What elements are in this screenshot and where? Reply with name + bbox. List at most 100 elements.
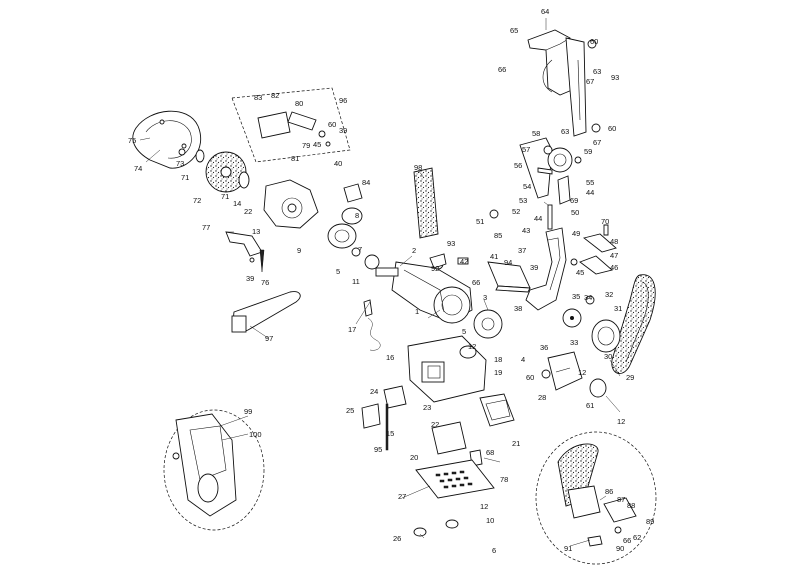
part-label: 61 [586, 401, 594, 410]
spark-arrestor-kit [231, 87, 351, 163]
tool-rest-bracket [225, 231, 265, 273]
part-label: 9 [297, 246, 301, 255]
part-label: 74 [134, 164, 142, 173]
part-label: 5 [336, 267, 340, 276]
part-label: 55 [586, 178, 594, 187]
part-label: 45 [576, 268, 584, 277]
part-label: 53 [519, 196, 527, 205]
part-label: 67 [593, 138, 601, 147]
detail-view-left [163, 409, 265, 531]
part-label: 73 [176, 159, 184, 168]
part-label: 13 [252, 227, 260, 236]
part-label: 85 [494, 231, 502, 240]
part-label: 14 [233, 199, 241, 208]
part-label: 60 [608, 124, 616, 133]
part-label: 99 [244, 407, 252, 416]
part-label: 24 [370, 387, 378, 396]
part-label: 98 [414, 163, 422, 172]
part-label: 2 [412, 246, 416, 255]
abrasive-strip [413, 167, 439, 239]
part-label: 90 [616, 544, 624, 553]
part-label: 62 [633, 533, 641, 542]
eye-shield [231, 291, 301, 333]
part-label: 28 [538, 393, 546, 402]
part-label: 38 [514, 304, 522, 313]
part-label: 10 [486, 516, 494, 525]
leader-lines [139, 18, 621, 547]
part-label: 100 [249, 430, 262, 439]
part-label: 60 [328, 120, 336, 129]
part-label: 93 [611, 73, 619, 82]
part-label: 44 [534, 214, 542, 223]
part-label: 39 [339, 126, 347, 135]
part-label: 81 [291, 154, 299, 163]
part-label: 1 [415, 307, 419, 316]
part-label: 11 [352, 277, 360, 286]
part-label: 22 [431, 420, 439, 429]
part-label: 31 [614, 304, 622, 313]
part-label: 78 [500, 475, 508, 484]
part-label: 48 [610, 237, 618, 246]
part-label: 94 [504, 258, 512, 267]
part-label: 32 [605, 290, 613, 299]
part-label: 67 [586, 77, 594, 86]
part-label: 8 [355, 211, 359, 220]
part-label: 25 [346, 406, 354, 415]
part-label: 35 [572, 292, 580, 301]
part-label: 79 [302, 141, 310, 150]
part-label: 12 [617, 417, 625, 426]
part-label: 46 [610, 263, 618, 272]
part-label: 36 [540, 343, 548, 352]
part-label: 58 [532, 129, 540, 138]
part-label: 34 [584, 293, 592, 302]
part-label: 12 [578, 368, 586, 377]
wheel-guard-assembly [132, 110, 250, 193]
part-label: 84 [362, 178, 370, 187]
part-label: 92 [431, 264, 439, 273]
part-label: 18 [494, 355, 502, 364]
base-housing [361, 335, 515, 537]
part-label: 42 [460, 257, 468, 266]
part-label: 86 [605, 487, 613, 496]
part-label: 39 [246, 274, 254, 283]
part-label: 7 [358, 245, 362, 254]
part-label: 95 [374, 445, 382, 454]
part-label: 45 [313, 140, 321, 149]
part-label: 56 [514, 161, 522, 170]
part-label: 5 [462, 327, 466, 336]
part-label: 30 [604, 352, 612, 361]
part-label: 4 [521, 355, 525, 364]
part-label: 77 [202, 223, 210, 232]
part-label: 82 [271, 91, 279, 100]
part-number-labels: 64 65 66 60 63 93 67 60 63 67 58 57 59 5… [128, 7, 654, 555]
part-label: 83 [254, 93, 262, 102]
part-label: 23 [423, 403, 431, 412]
part-label: 63 [593, 67, 601, 76]
part-label: 65 [510, 26, 518, 35]
detail-view-right [535, 431, 657, 565]
part-label: 57 [522, 145, 530, 154]
part-label: 71 [181, 173, 189, 182]
part-label: 50 [571, 208, 579, 217]
part-label: 89 [646, 517, 654, 526]
part-label: 64 [541, 7, 549, 16]
part-label: 33 [570, 338, 578, 347]
part-label: 97 [265, 334, 273, 343]
part-label: 52 [512, 207, 520, 216]
part-label: 60 [590, 37, 598, 46]
part-label: 88 [627, 501, 635, 510]
part-label: 15 [386, 429, 394, 438]
part-label: 59 [584, 147, 592, 156]
part-label: 66 [498, 65, 506, 74]
part-label: 69 [570, 196, 578, 205]
part-label: 17 [348, 325, 356, 334]
sanding-belt [611, 274, 656, 374]
part-label: 20 [410, 453, 418, 462]
part-label: 93 [447, 239, 455, 248]
motor-armature [363, 258, 503, 351]
part-label: 3 [483, 293, 487, 302]
part-label: 51 [476, 217, 484, 226]
part-label: 21 [512, 439, 520, 448]
part-label: 44 [586, 188, 594, 197]
part-label: 96 [339, 96, 347, 105]
